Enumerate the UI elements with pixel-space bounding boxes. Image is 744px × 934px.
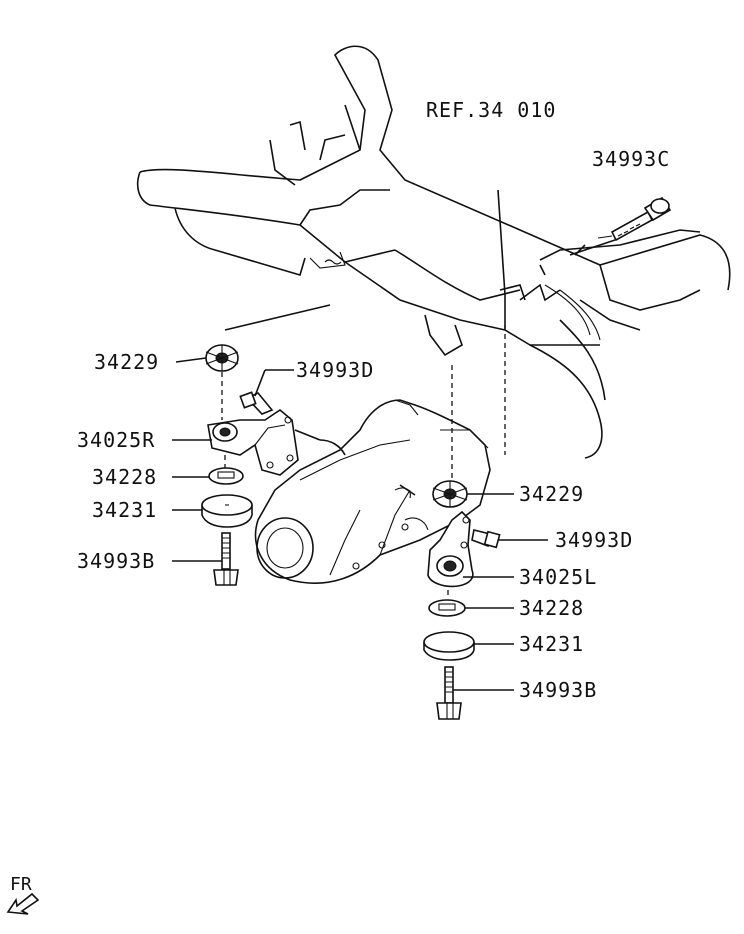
- label-ref: REF.34 010: [426, 98, 556, 122]
- label-right-side-bolt: 34993D: [555, 528, 633, 552]
- left-plate-icon: [201, 494, 253, 528]
- label-left-washer: 34228: [92, 465, 157, 489]
- right-washer-icon: [428, 599, 466, 617]
- differential-housing: [254, 399, 491, 584]
- label-left-bushing: 34229: [94, 350, 159, 374]
- left-bottom-bolt-icon: [213, 532, 239, 586]
- label-right-bottom-bolt: 34993B: [519, 678, 597, 702]
- upper-guide-line: [224, 304, 331, 331]
- label-left-side-bolt: 34993D: [296, 358, 374, 382]
- right-bushing-icon: [432, 480, 468, 508]
- label-right-plate: 34231: [519, 632, 584, 656]
- left-washer-icon: [208, 467, 244, 485]
- front-arrow-icon: [6, 892, 40, 915]
- label-left-bottom-bolt: 34993B: [77, 549, 155, 573]
- label-bolt-top: 34993C: [592, 147, 670, 171]
- label-right-bracket: 34025L: [519, 565, 597, 589]
- label-right-washer: 34228: [519, 596, 584, 620]
- left-side-bolt-icon: [239, 391, 274, 415]
- crossmember-frame: [136, 45, 731, 459]
- right-plate-icon: [423, 631, 475, 661]
- label-left-bracket: 34025R: [77, 428, 155, 452]
- left-bracket-icon: [207, 409, 299, 476]
- direction-label: FR: [10, 874, 32, 895]
- right-bracket-icon: [427, 510, 474, 588]
- left-bushing-icon: [205, 344, 239, 372]
- right-mount-assembly: [423, 325, 506, 720]
- right-bottom-bolt-icon: [436, 666, 462, 720]
- label-left-plate: 34231: [92, 498, 157, 522]
- bolt-34993c: [569, 196, 672, 256]
- left-mount-assembly: [201, 344, 299, 586]
- ref-leader-line: [497, 189, 506, 296]
- leader-lines: [172, 357, 548, 691]
- right-side-bolt-icon: [471, 529, 501, 549]
- label-right-bushing: 34229: [519, 482, 584, 506]
